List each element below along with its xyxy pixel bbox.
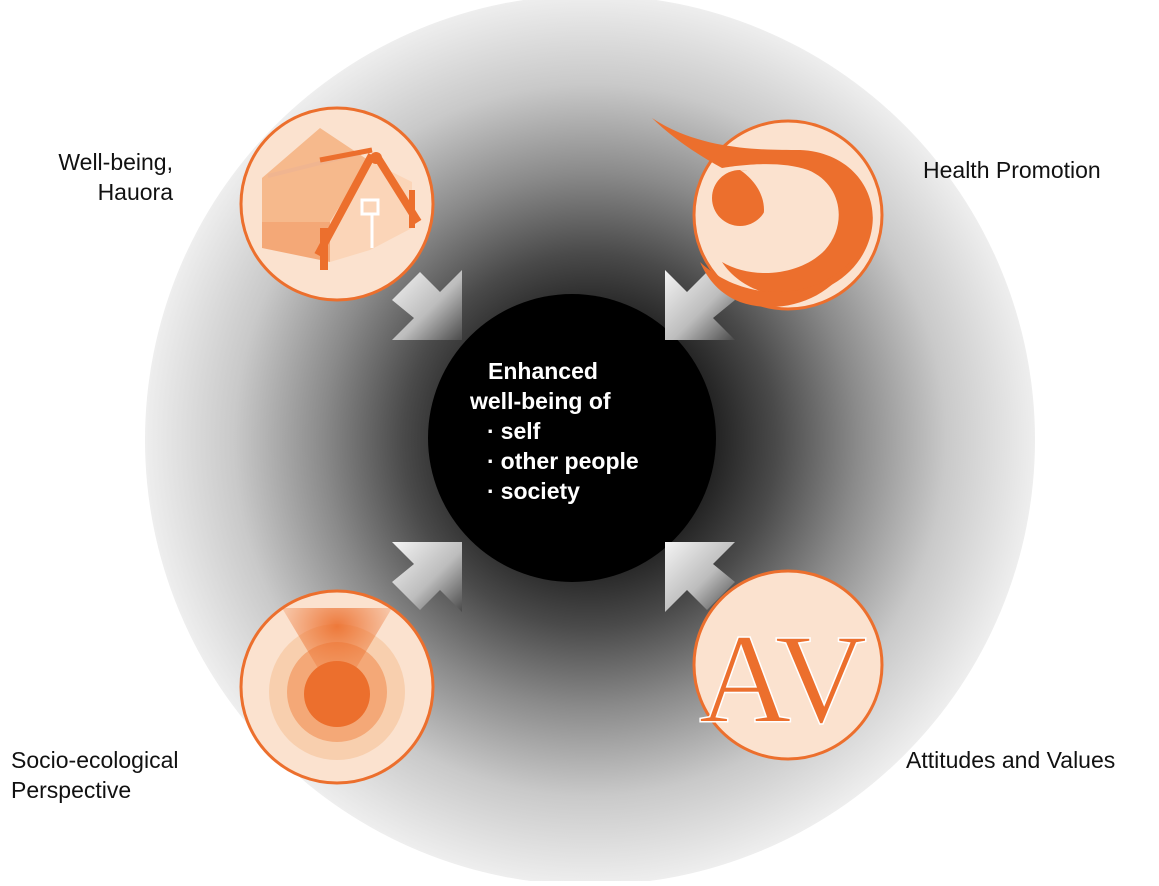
av-letters-icon: AV — [692, 569, 884, 761]
bullet-dot: · — [487, 448, 495, 474]
house-frame-icon — [239, 106, 435, 302]
center-text-block: Enhanced well-being of ·self ·other peop… — [470, 356, 700, 506]
label-socio-line2: Perspective — [11, 777, 132, 803]
bullet-dot: · — [487, 418, 495, 444]
label-attitudes-values: Attitudes and Values — [906, 747, 1116, 773]
center-bullet-item: ·other people — [470, 446, 700, 476]
center-bullet-item: ·self — [470, 416, 700, 446]
label-socio-ecological: Socio-ecological Perspective — [11, 745, 178, 805]
label-wellbeing-line1: Well-being, — [58, 149, 173, 175]
label-socio-line1: Socio-ecological — [11, 747, 179, 773]
center-item-society: society — [500, 478, 580, 504]
concentric-cone-icon — [239, 589, 435, 785]
center-item-self: self — [500, 418, 541, 444]
swirl-icon — [652, 118, 884, 311]
arrow-from-bottom-left — [392, 542, 462, 612]
arrow-from-top-left — [392, 270, 462, 340]
label-health-promotion: Health Promotion — [923, 157, 1101, 183]
label-wellbeing-line2: Hauora — [97, 179, 173, 205]
center-title-line1: Enhanced — [488, 358, 598, 384]
center-item-other-people: other people — [500, 448, 639, 474]
arrow-from-bottom-right — [665, 542, 735, 612]
center-title-line2: well-being of — [470, 388, 611, 414]
center-circle — [428, 294, 716, 582]
label-wellbeing-hauora: Well-being, Hauora — [58, 147, 173, 207]
av-letters-text: AV — [699, 608, 867, 750]
bullet-dot: · — [487, 478, 495, 504]
center-bullet-item: ·society — [470, 476, 700, 506]
